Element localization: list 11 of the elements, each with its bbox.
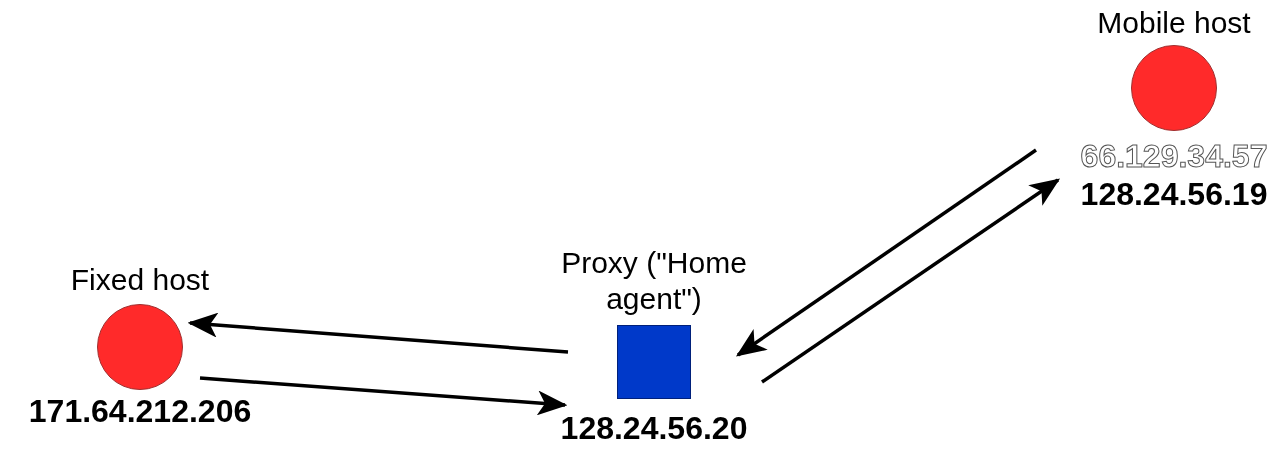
arrow	[199, 376, 568, 416]
ip-address: 171.64.212.206	[28, 392, 252, 430]
ip-address: 66.129.34.57	[1080, 137, 1268, 175]
ip-address: 128.24.56.19	[1080, 175, 1268, 213]
arrow	[761, 178, 1061, 384]
arrow	[187, 312, 569, 354]
node-label: Mobile host	[1096, 5, 1252, 41]
node-label: Proxy ("Home agent")	[560, 245, 748, 317]
node-label: Fixed host	[69, 262, 211, 298]
arrow	[735, 148, 1037, 357]
ip-address: 128.24.56.20	[560, 409, 748, 447]
